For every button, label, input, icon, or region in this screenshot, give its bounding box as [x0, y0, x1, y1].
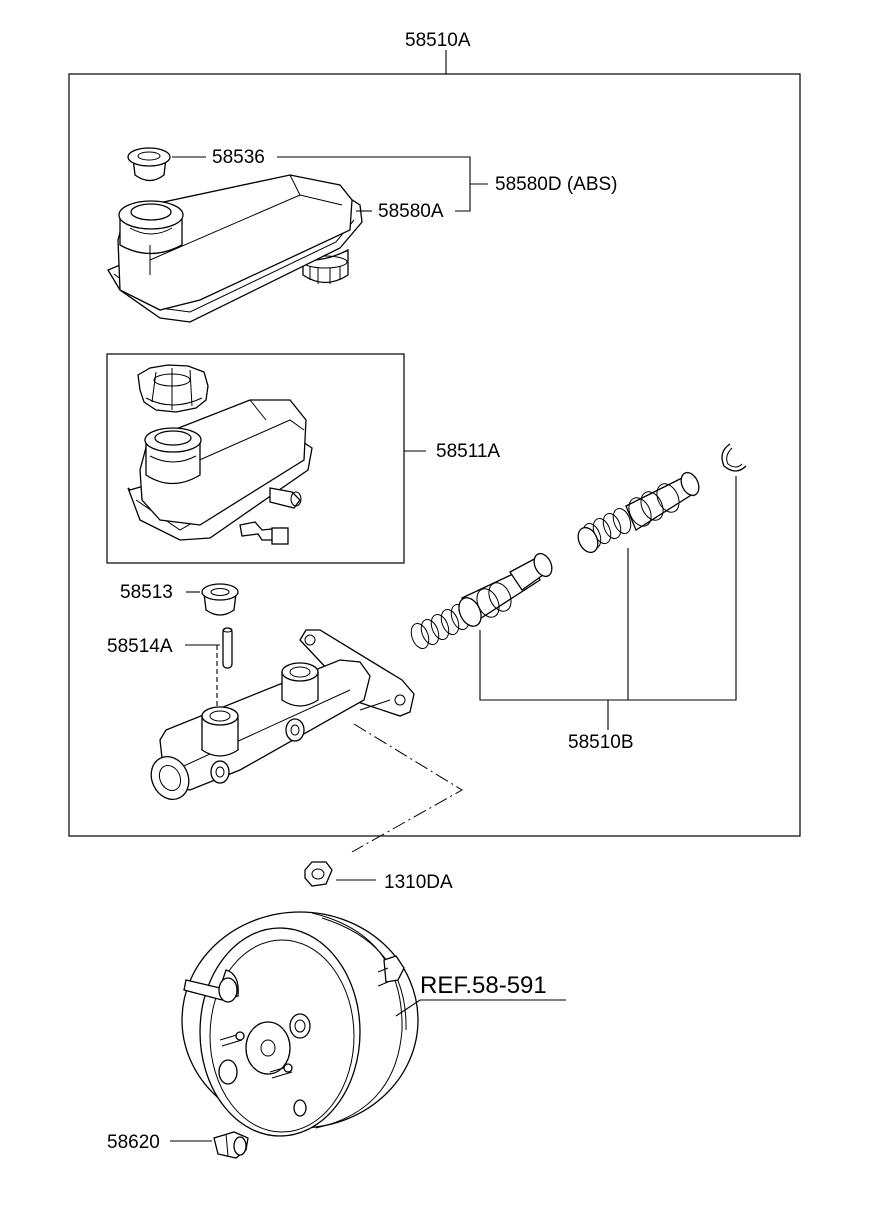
reservoir-kit-box	[106, 353, 405, 564]
label-58510A[interactable]: 58510A	[405, 30, 471, 51]
grommet-58513	[201, 583, 239, 616]
check-valve-58620	[213, 1131, 249, 1159]
primary-piston	[410, 552, 553, 650]
label-58514A[interactable]: 58514A	[107, 636, 173, 657]
pin-58514A	[222, 627, 233, 669]
secondary-piston	[577, 471, 700, 554]
master-cylinder-body	[150, 629, 415, 800]
label-58536[interactable]: 58536	[212, 147, 265, 168]
label-58510B[interactable]: 58510B	[568, 732, 634, 753]
reservoir-58511A	[127, 364, 313, 545]
grommet-58536	[127, 147, 171, 182]
label-58620[interactable]: 58620	[107, 1132, 160, 1153]
assembly-frame	[68, 73, 801, 837]
reservoir-58580A	[107, 174, 363, 323]
nut-1310DA	[304, 861, 333, 887]
label-58513[interactable]: 58513	[120, 582, 173, 603]
label-ref-58-591[interactable]: REF.58-591	[420, 972, 547, 999]
snap-ring	[721, 443, 747, 472]
label-58580A[interactable]: 58580A	[378, 201, 444, 222]
label-1310DA[interactable]: 1310DA	[384, 872, 453, 893]
brake-booster	[181, 911, 419, 1137]
label-58511A[interactable]: 58511A	[436, 441, 500, 462]
label-58580D-ABS[interactable]: 58580D (ABS)	[495, 174, 618, 195]
